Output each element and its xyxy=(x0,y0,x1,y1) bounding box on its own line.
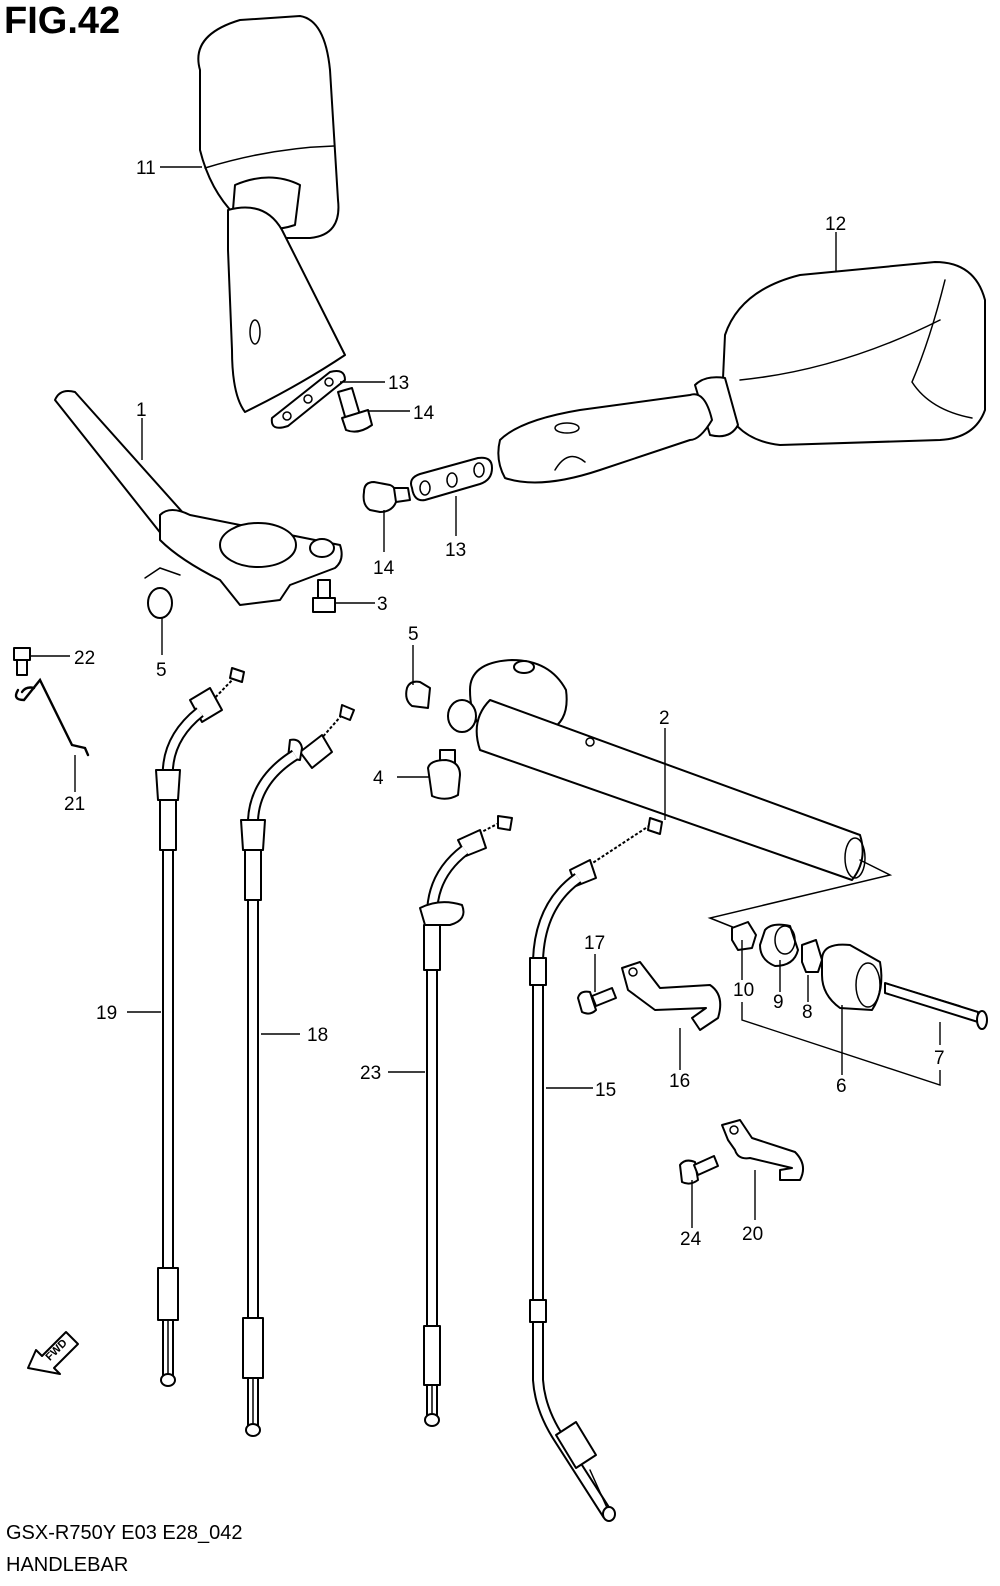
callout-16: 16 xyxy=(669,1071,690,1092)
callout-7: 7 xyxy=(934,1048,945,1069)
callout-20: 21 xyxy=(64,794,85,815)
part-8-collar xyxy=(801,939,823,973)
callout-3: 3 xyxy=(377,594,388,615)
part-14-bolt-lower xyxy=(362,481,411,513)
figure-title: FIG.42 xyxy=(4,0,121,42)
callout-1: 1 xyxy=(136,400,147,421)
part-15-cable xyxy=(529,817,663,1522)
part-18-throttle-cable xyxy=(240,704,355,1437)
group-bracket xyxy=(741,1002,941,1086)
part-21-bolt xyxy=(13,647,31,676)
part-14-bolt-upper xyxy=(337,387,373,433)
callout-24: 24 xyxy=(680,1229,702,1250)
callout-6: 6 xyxy=(836,1076,847,1097)
part-1-left-handlebar xyxy=(54,390,343,606)
part-5-plug-upper xyxy=(147,587,173,619)
part-24-bolt xyxy=(679,1155,719,1185)
part-16-clamp xyxy=(621,961,722,1031)
figure-name: HANDLEBAR xyxy=(6,1554,129,1576)
part-9-spacer xyxy=(759,923,799,967)
callout-5-lower: 5 xyxy=(408,624,419,645)
part-23-clamp xyxy=(721,1119,805,1181)
callout-10: 10 xyxy=(733,980,754,1001)
callout-12: 12 xyxy=(825,214,846,235)
callout-2: 2 xyxy=(659,708,670,729)
part-12-right-mirror xyxy=(497,261,986,484)
callouts: 11 12 1 13 14 14 13 3 5 22 21 5 2 4 19 1… xyxy=(64,158,945,1250)
callout-21: 22 xyxy=(74,648,95,669)
callout-8: 8 xyxy=(802,1002,813,1023)
callout-19: 19 xyxy=(96,1003,117,1024)
part-13-adapter-plate-upper xyxy=(270,370,346,429)
part-6-balancer-weight xyxy=(821,943,883,1011)
part-22-cable xyxy=(419,815,513,1427)
callout-14-upper: 14 xyxy=(413,403,435,424)
callout-23: 20 xyxy=(742,1224,763,1245)
callout-17: 17 xyxy=(584,933,605,954)
callout-13-upper: 13 xyxy=(388,373,409,394)
leader-lines xyxy=(30,166,941,1228)
fwd-arrow-icon: FWD xyxy=(27,1331,79,1375)
part-17-bolt xyxy=(577,987,617,1015)
callout-22: 23 xyxy=(360,1063,381,1084)
callout-14-lower: 14 xyxy=(373,558,395,579)
callout-11: 11 xyxy=(136,158,156,179)
part-7-screw xyxy=(884,982,988,1030)
callout-5-upper: 5 xyxy=(156,660,167,681)
part-10-nut xyxy=(731,921,757,951)
callout-13-lower: 13 xyxy=(445,540,466,561)
callout-9: 9 xyxy=(773,992,784,1013)
part-19-throttle-cable xyxy=(155,667,245,1387)
part-4-bolt xyxy=(427,749,461,800)
part-2-right-handlebar xyxy=(447,659,893,929)
part-5-plug-lower xyxy=(405,680,431,709)
callout-4: 4 xyxy=(373,768,384,789)
part-13-adapter-plate-lower xyxy=(410,456,493,502)
callout-15: 15 xyxy=(595,1080,616,1101)
part-3-bolt xyxy=(312,579,336,613)
callout-18: 18 xyxy=(307,1025,328,1046)
part-20-cable-guide xyxy=(14,677,90,757)
figure-code: GSX-R750Y E03 E28_042 xyxy=(6,1522,243,1544)
part-11-left-mirror xyxy=(197,15,346,413)
